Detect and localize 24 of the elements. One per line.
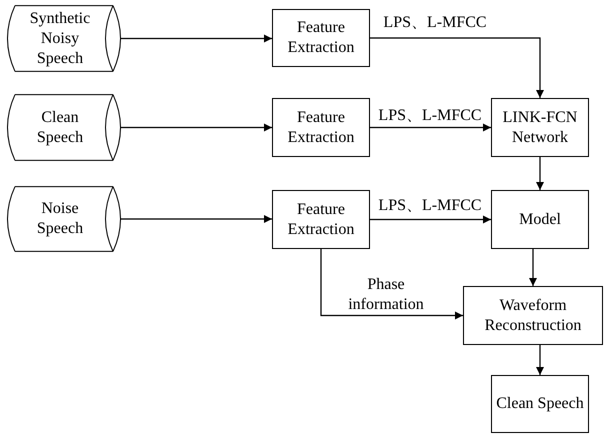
process-box: Model — [491, 190, 589, 249]
arrow — [536, 157, 544, 190]
arrow — [536, 345, 544, 375]
process-box: Feature Extraction — [272, 190, 370, 249]
arrow — [121, 34, 272, 42]
arrow — [529, 249, 537, 286]
storage-cylinder: Synthetic Noisy Speech — [7, 5, 121, 72]
edge-label: Phase information — [347, 275, 425, 315]
arrow — [370, 124, 491, 132]
process-box: LINK-FCN Network — [491, 98, 589, 157]
process-box: Clean Speech — [491, 375, 589, 433]
arrow — [121, 124, 272, 132]
arrow — [121, 215, 272, 223]
arrow — [370, 216, 491, 224]
process-box: Feature Extraction — [272, 98, 370, 157]
storage-cylinder: Clean Speech — [7, 94, 121, 161]
edge-label: LPS、L-MFCC — [382, 13, 488, 33]
edge-label: LPS、L-MFCC — [377, 106, 483, 126]
edge-label: LPS、L-MFCC — [377, 196, 483, 216]
storage-cylinder: Noise Speech — [7, 186, 121, 252]
arrow — [370, 37, 544, 98]
arrow — [320, 249, 463, 320]
process-box: Waveform Reconstruction — [463, 286, 603, 345]
process-box: Feature Extraction — [272, 9, 370, 67]
